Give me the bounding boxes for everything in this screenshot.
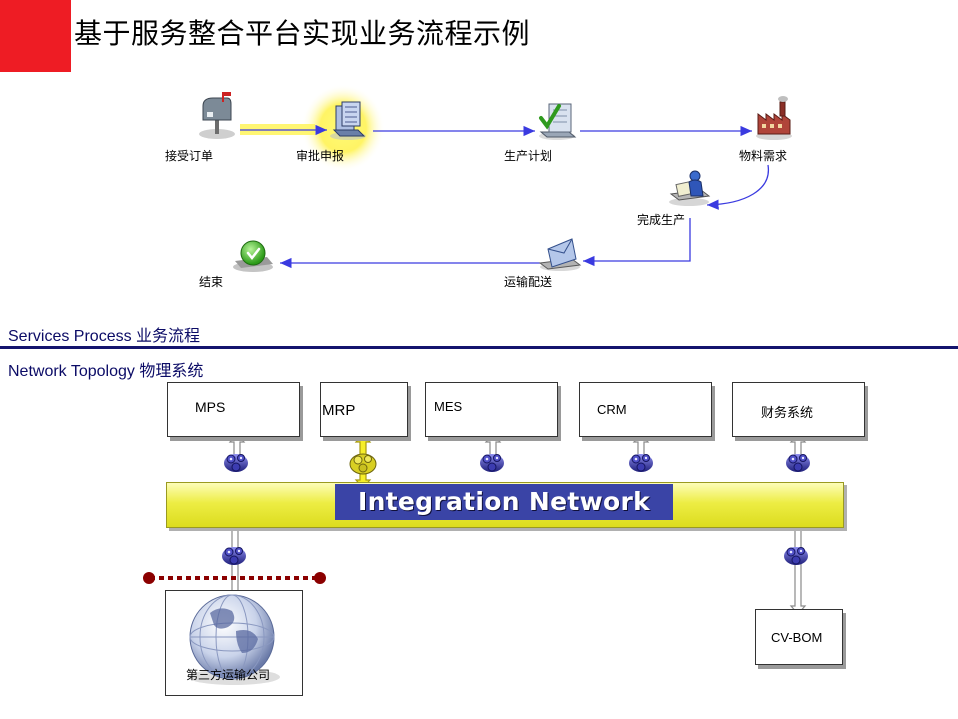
system-box-finance: 财务系统 bbox=[732, 382, 865, 437]
system-label-logistics: 第三方运输公司 bbox=[186, 668, 271, 682]
plan-check-icon bbox=[539, 103, 577, 140]
adapter-icon bbox=[628, 453, 654, 473]
step-production-plan: 生产计划 bbox=[504, 149, 553, 163]
section-network-topology: Network Topology 物理系统 bbox=[8, 363, 204, 380]
system-box-crm: CRM bbox=[579, 382, 712, 437]
step-production-done: 完成生产 bbox=[637, 213, 686, 227]
factory-icon bbox=[756, 96, 792, 140]
system-box-logistics: 第三方运输公司 bbox=[165, 590, 303, 696]
external-link-endpoint bbox=[314, 572, 326, 584]
system-label-crm: CRM bbox=[597, 402, 627, 417]
adapter-icon bbox=[479, 453, 505, 473]
system-label-mrp: MRP bbox=[322, 402, 356, 419]
page-title: 基于服务整合平台实现业务流程示例 bbox=[74, 17, 531, 50]
external-link-endpoint bbox=[143, 572, 155, 584]
document-approval-icon bbox=[330, 101, 366, 140]
system-label-mes: MES bbox=[434, 399, 463, 414]
worker-icon bbox=[669, 170, 711, 206]
step-receive-order: 接受订单 bbox=[165, 149, 214, 163]
flow-arrow-4 bbox=[706, 164, 769, 210]
system-box-mps: MPS bbox=[167, 382, 300, 437]
adapter-icon-active bbox=[349, 453, 377, 475]
link-arrow-cvbom bbox=[789, 521, 807, 615]
section-services-process: Services Process 业务流程 bbox=[8, 328, 201, 345]
adapter-icon bbox=[783, 546, 809, 566]
integration-network-label: Integration Network bbox=[335, 484, 673, 520]
step-end: 结束 bbox=[199, 275, 224, 289]
header-red-block bbox=[0, 0, 71, 72]
flow-arrow-5 bbox=[583, 218, 691, 267]
system-box-mrp: MRP bbox=[320, 382, 408, 437]
envelope-icon bbox=[538, 238, 582, 271]
step-approval: 审批申报 bbox=[296, 149, 345, 163]
system-label-mps: MPS bbox=[195, 399, 226, 415]
mailbox-icon bbox=[199, 92, 235, 139]
globe-icon bbox=[188, 594, 280, 685]
check-icon bbox=[233, 240, 273, 272]
system-box-cvbom: CV-BOM bbox=[755, 609, 843, 665]
system-label-finance: 财务系统 bbox=[761, 405, 814, 420]
step-material-demand: 物料需求 bbox=[739, 149, 788, 163]
adapter-icon bbox=[223, 453, 249, 473]
system-box-mes: MES bbox=[425, 382, 558, 437]
step-delivery: 运输配送 bbox=[504, 275, 553, 289]
adapter-icon bbox=[221, 546, 247, 566]
section-divider bbox=[0, 346, 958, 349]
system-label-cvbom: CV-BOM bbox=[771, 630, 823, 645]
adapter-icon bbox=[785, 453, 811, 473]
